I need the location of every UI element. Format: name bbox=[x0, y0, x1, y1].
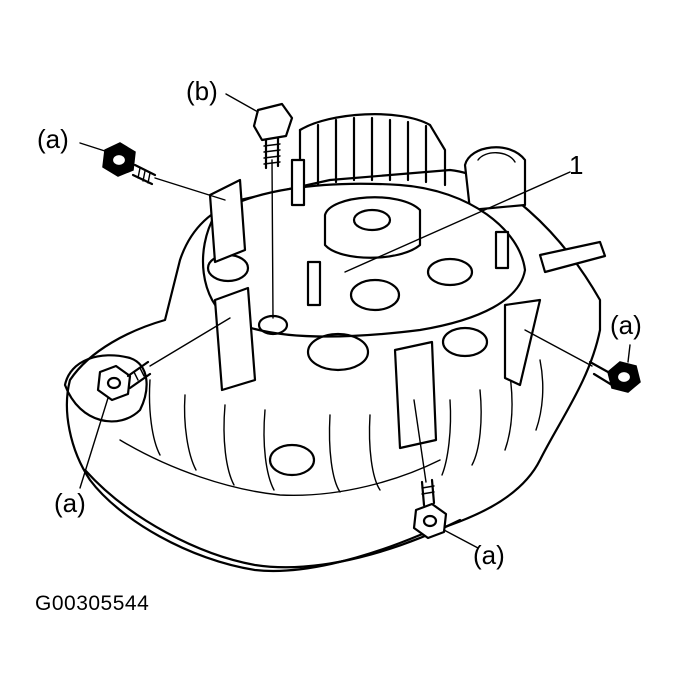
bolt-a-bottom-left-guide bbox=[149, 317, 231, 367]
bolt-a-top-left bbox=[102, 142, 157, 186]
label-bolt-a-top-left: (a) bbox=[37, 124, 69, 154]
housing-lower-rim bbox=[83, 468, 462, 569]
diode-holes bbox=[206, 253, 489, 477]
label-bolt-a-bottom-left: (a) bbox=[54, 488, 86, 518]
bolt-a-bottom-guide bbox=[413, 399, 427, 483]
label-bolt-a-right: (a) bbox=[610, 310, 642, 340]
housing-boss bbox=[63, 354, 148, 423]
heat-sink-fins bbox=[298, 113, 447, 187]
alternator-housing bbox=[65, 168, 602, 573]
bolt-a-bottom-left bbox=[96, 360, 152, 402]
bolt-a-right bbox=[588, 360, 641, 393]
center-hub bbox=[323, 196, 422, 259]
connector-housing-opening bbox=[477, 152, 516, 163]
bolt-a-right-guide bbox=[524, 329, 593, 367]
housing-rim-inner bbox=[119, 439, 441, 497]
bolt-a-top-left-guide bbox=[154, 177, 226, 201]
label-part-1: 1 bbox=[569, 150, 584, 180]
connector-housing bbox=[463, 146, 527, 212]
label-bolt-a-bottom: (a) bbox=[473, 540, 505, 570]
leader-lines bbox=[79, 93, 631, 549]
terminal-stud bbox=[538, 240, 607, 274]
bolt-a-bottom bbox=[412, 478, 448, 540]
center-hub-hole bbox=[352, 208, 392, 232]
bolt-b bbox=[252, 102, 294, 170]
studs bbox=[290, 158, 510, 307]
housing-fins bbox=[148, 359, 544, 493]
bolt-b-guide bbox=[271, 159, 274, 319]
bracket-clips bbox=[208, 178, 542, 450]
figure-code: G00305544 bbox=[35, 592, 150, 615]
label-bolt-b: (b) bbox=[186, 76, 218, 106]
